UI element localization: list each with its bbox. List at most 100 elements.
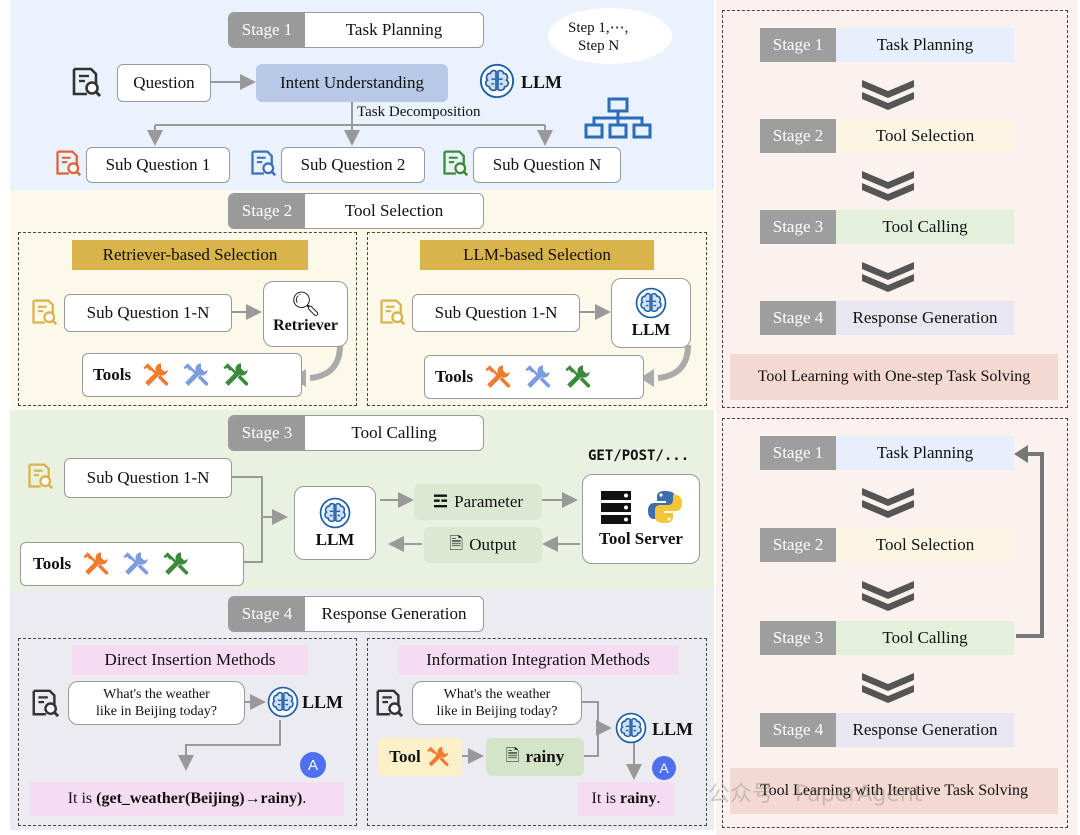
output-box: 🗎︎ Output [424, 527, 542, 563]
parameter-box: ☲ Parameter [414, 484, 542, 520]
doc-search-icon [378, 298, 406, 326]
intent-understanding-box: Intent Understanding [256, 64, 448, 102]
double-chevron-down-icon [858, 670, 918, 704]
magnifier-icon: 🔍︎ [290, 292, 321, 318]
tools-label: Tools [33, 554, 72, 573]
doc-search-icon [374, 688, 404, 718]
retriever-tools-box: Tools [82, 353, 302, 397]
llm-sub-question-box: Sub Question 1-N [412, 294, 580, 332]
stage3-pill: Stage 3 Tool Calling [228, 415, 484, 451]
direct-question-box: What's the weather like in Beijing today… [68, 681, 245, 725]
direct-llm-label: LLM [302, 692, 344, 712]
wrench-icon [161, 549, 191, 579]
tools-label: Tools [93, 365, 132, 384]
iterative-stage-2: Stage 2 Tool Selection [760, 528, 1014, 562]
stage-name: Response Generation [852, 308, 998, 327]
double-chevron-down-icon [858, 77, 918, 111]
stage3-name: Tool Calling [351, 423, 437, 442]
stage-name: Response Generation [852, 720, 998, 739]
stage-tag: Stage 4 [760, 713, 836, 747]
integration-llm-label: LLM [652, 719, 694, 739]
integration-frame [367, 638, 707, 826]
doc-search-icon [26, 462, 54, 490]
stage-tag: Stage 1 [760, 436, 836, 470]
stage2-name: Tool Selection [344, 201, 444, 220]
rainy-label: rainy [525, 747, 565, 766]
question-line1: What's the weather [103, 687, 210, 702]
stage4-tag: Stage 4 [229, 597, 305, 631]
double-chevron-down-icon [858, 168, 918, 202]
wrench-icon [221, 360, 251, 390]
double-chevron-down-icon [858, 259, 918, 293]
stage1-llm-label: LLM [521, 72, 563, 92]
doc-search-icon [30, 688, 60, 718]
stage-name: Task Planning [876, 443, 974, 462]
file-icon: 🗎︎ [505, 745, 520, 765]
answer-suffix: . [302, 790, 307, 807]
wrench-icon [483, 362, 513, 392]
stage-tag: Stage 2 [760, 528, 836, 562]
stage-name: Task Planning [876, 35, 974, 54]
assistant-icon: A [652, 756, 676, 780]
tool-server-box: Tool Server [582, 474, 700, 564]
sub-question-n-box: Sub Question N [473, 147, 621, 183]
wrench-icon [523, 362, 553, 392]
sliders-icon: ☲ [432, 492, 449, 511]
onestep-caption: Tool Learning with One-step Task Solving [730, 354, 1058, 400]
llm-selector-box: LLM [611, 278, 691, 348]
brain-icon [478, 62, 516, 100]
http-methods-label: GET/POST/... [588, 448, 690, 464]
stage-tag: Stage 3 [760, 210, 836, 244]
stage1-tag: Stage 1 [229, 13, 305, 47]
tool-server-label: Tool Server [599, 529, 683, 548]
stage3-llm-box: LLM [294, 486, 376, 560]
retriever-selection-title: Retriever-based Selection [72, 240, 308, 270]
iterative-frame [722, 418, 1068, 828]
watermark: 公众号 · PaperAgent [708, 782, 923, 807]
file-icon: 🗎︎ [449, 533, 464, 553]
hierarchy-icon [582, 96, 654, 140]
stage1-pill: Stage 1 Task Planning [228, 12, 484, 48]
stage4-pill: Stage 4 Response Generation [228, 596, 484, 632]
direct-insertion-frame [18, 638, 357, 826]
answer-direct-value: (get_weather(Beijing)→rainy) [96, 790, 303, 807]
stage2-pill: Stage 2 Tool Selection [228, 193, 484, 229]
brain-icon [318, 496, 352, 530]
llm-selection-frame [367, 232, 707, 406]
llm-label: LLM [631, 320, 671, 339]
onestep-stage-2: Stage 2 Tool Selection [760, 119, 1014, 153]
stage4-name: Response Generation [321, 604, 467, 623]
llm-tools-box: Tools [424, 355, 644, 399]
stage3-sub-question-box: Sub Question 1-N [64, 458, 232, 498]
server-icon [601, 491, 631, 524]
output-label: Output [469, 535, 517, 554]
doc-search-icon [30, 298, 58, 326]
tool-chip: Tool [378, 738, 462, 776]
answer-suffix: . [656, 790, 661, 807]
question-line2: like in Beijing today? [96, 704, 217, 719]
rainy-chip: 🗎︎ rainy [486, 738, 584, 776]
brain-icon [634, 286, 668, 320]
double-chevron-down-icon [858, 578, 918, 612]
wrench-icon [81, 549, 111, 579]
stage-tag: Stage 2 [760, 119, 836, 153]
iterative-stage-4: Stage 4 Response Generation [760, 713, 1014, 747]
stage-name: Tool Selection [875, 535, 975, 554]
direct-insertion-title: Direct Insertion Methods [72, 645, 308, 675]
stage3-tag: Stage 3 [229, 416, 305, 450]
brain-icon [614, 711, 648, 745]
answer-prefix: It is [591, 790, 620, 807]
stage-name: Tool Calling [882, 217, 968, 236]
stage1-name: Task Planning [345, 20, 443, 39]
wrench-icon [141, 360, 171, 390]
question-box: Question [117, 64, 211, 102]
tool-label: Tool [389, 747, 421, 766]
stage-tag: Stage 3 [760, 621, 836, 655]
stage-name: Tool Selection [875, 126, 975, 145]
wrench-icon [181, 360, 211, 390]
onestep-frame [722, 10, 1068, 408]
retriever-selection-frame [18, 232, 357, 406]
